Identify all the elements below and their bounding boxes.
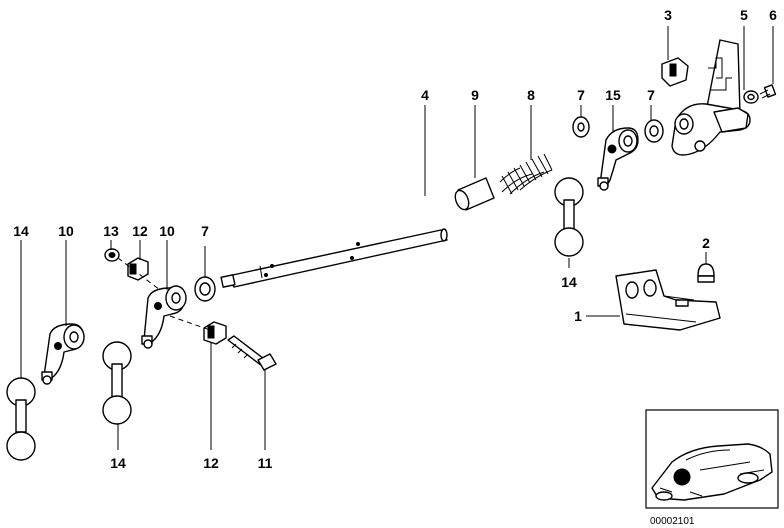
part-washer-upper-left [572,116,590,138]
part-ball-link-upper [554,177,584,257]
part-washer-upper-right [644,119,664,143]
part-nut-13 [104,248,120,262]
callout-14-mid: 14 [110,455,126,471]
part-spring [499,153,553,195]
location-marker-icon [673,468,691,486]
part-lever-10-right [141,285,187,349]
guide-line-12 [169,315,211,331]
callout-12-lower: 12 [203,455,219,471]
callout-9: 9 [471,87,479,103]
part-washer-lower [194,276,216,302]
part-bolt-11 [227,335,277,371]
callout-12-upper: 12 [132,223,148,239]
part-lever-10-left [41,323,85,385]
part-screw-6 [759,84,777,99]
callout-2: 2 [702,235,710,251]
callout-7-upper-left: 7 [577,87,585,103]
callout-10-left: 10 [58,223,74,239]
part-clamp-12-upper [127,257,149,281]
part-nut-5 [743,90,759,104]
part-lever-15 [597,127,639,191]
part-ball-link-mid [102,341,132,425]
part-shaft [220,228,448,288]
car-location-inset [645,409,779,509]
callout-15: 15 [605,87,621,103]
callout-4: 4 [421,87,429,103]
callout-14-left: 14 [13,223,29,239]
callout-10-right: 10 [159,223,175,239]
callout-14-upper: 14 [561,274,577,290]
callout-3: 3 [664,7,672,23]
leader-lines [20,26,774,450]
callout-5: 5 [740,7,748,23]
part-clip-3 [661,57,689,87]
diagram-code: 00002101 [650,516,695,527]
part-ball-link-left [6,377,36,461]
callout-13: 13 [103,223,119,239]
callout-1: 1 [574,308,582,324]
callout-6: 6 [769,7,777,23]
part-bracket-1 [615,269,721,331]
part-upper-bracket-assembly [671,39,751,156]
part-clamp-12-lower [203,321,227,345]
callout-7-upper-right: 7 [647,87,655,103]
callout-11: 11 [258,455,273,471]
callout-labels: 4 9 8 7 15 7 3 5 6 2 1 14 7 14 10 13 12 … [13,7,777,471]
part-sleeve [454,177,495,211]
part-cap-nut-2 [697,263,715,283]
callout-7-lower: 7 [201,223,209,239]
callout-8: 8 [527,87,535,103]
